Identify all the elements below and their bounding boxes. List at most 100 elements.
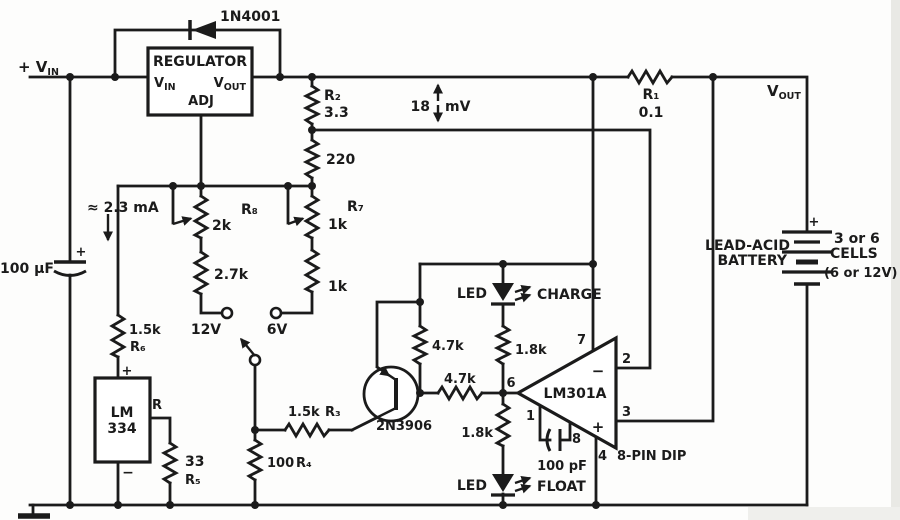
- label-r6-name: R₆: [130, 340, 146, 355]
- label-cap-100pf: 100 pF: [537, 459, 587, 474]
- label-led-charge: LED: [457, 286, 487, 302]
- junction-dots: [66, 73, 717, 509]
- label-opamp-pin3: 3: [622, 405, 631, 420]
- label-regulator-pin-vout: VOUT: [214, 76, 247, 93]
- comp-capacitor-100pf: [545, 428, 562, 452]
- resistor-r6-body: [109, 313, 127, 359]
- label-charge-state: CHARGE: [537, 287, 602, 303]
- label-terminal-12v: 12V: [191, 322, 221, 338]
- diode-triangle: [192, 21, 216, 39]
- label-r7-name: R₇: [347, 199, 364, 215]
- led-float: [491, 474, 532, 497]
- label-lm334-plus: +: [122, 364, 133, 379]
- label-opamp-pin4: 4: [598, 449, 607, 464]
- label-r27-value: 2.7k: [214, 267, 249, 283]
- pot-r7-body: [303, 194, 321, 240]
- led-emission-arrow-icon: [514, 292, 532, 303]
- label-opamp-pin8: 8: [572, 432, 581, 447]
- resistor-1k-body: [303, 248, 321, 294]
- label-battery-cells-line3: (6 or 12V): [824, 266, 897, 281]
- transistor-circle: [362, 365, 420, 423]
- resistor-4k7-horizontal-body: [436, 384, 484, 402]
- label-battery-name-line2: BATTERY: [717, 253, 787, 269]
- pin3-sense-wire: [614, 75, 715, 423]
- label-18mv-left: 18: [411, 99, 430, 115]
- label-current-2-3ma: ≈ 2.3 mA: [87, 200, 159, 216]
- scan-artifacts: [748, 0, 900, 520]
- label-r4-name: R₄: [296, 456, 312, 471]
- label-regulator-pin-adj: ADJ: [188, 94, 214, 109]
- label-r18-upper: 1.8k: [515, 343, 547, 358]
- protection-diode: [188, 20, 216, 40]
- switch-arm-arrow-icon: [240, 337, 256, 357]
- regulator-box: [146, 46, 254, 117]
- cap100pf-plate-curved: [545, 428, 552, 452]
- cap-plate-bottom: [53, 269, 87, 277]
- switch-pivot: [248, 353, 262, 367]
- label-diode-1n4001: 1N4001: [220, 9, 280, 25]
- resistors: [109, 68, 674, 485]
- label-opamp-name: LM301A: [544, 386, 607, 402]
- opamp-triangle: [514, 335, 618, 451]
- resistor-1k8-upper-body: [493, 324, 513, 366]
- led-float-triangle: [492, 474, 514, 492]
- label-terminal-6v: 6V: [267, 322, 288, 338]
- terminal-12v: [220, 306, 234, 320]
- label-r5-value: 33: [185, 454, 204, 470]
- label-opamp-plus: +: [592, 418, 605, 436]
- label-18mv-right: mV: [445, 99, 471, 115]
- label-r2-name: R₂: [324, 88, 341, 104]
- label-r6-value: 1.5k: [129, 323, 161, 338]
- led-charge: [491, 283, 532, 306]
- resistor-r2-body: [302, 84, 322, 126]
- label-lm334-line1: LM: [111, 405, 134, 421]
- resistor-2k7-body: [192, 250, 210, 296]
- label-r47-vertical: 4.7k: [432, 339, 464, 354]
- label-package-8pin-dip: 8-PIN DIP: [617, 449, 686, 464]
- label-r2-value: 3.3: [324, 105, 349, 121]
- label-vout: VOUT: [767, 82, 801, 102]
- label-r1k-value: 1k: [328, 279, 348, 295]
- label-r1-value: 0.1: [639, 105, 664, 121]
- label-regulator-title: REGULATOR: [153, 54, 247, 70]
- resistor-r4-body: [246, 438, 264, 482]
- transistor-2n3906: [362, 365, 420, 423]
- label-r3-value: 1.5k: [288, 405, 320, 420]
- label-float-state: FLOAT: [537, 479, 586, 495]
- label-cap-100uf: 100 µF: [0, 261, 54, 277]
- label-r220-value: 220: [326, 152, 355, 168]
- switch-12v-6v: [220, 306, 283, 367]
- label-r8-value: 2k: [212, 218, 232, 234]
- label-lm334-pin-r: R: [152, 398, 162, 413]
- label-r8-name: R₈: [241, 202, 258, 218]
- resistor-4k7-vertical-body: [410, 324, 430, 366]
- label-battery-cells-line2: CELLS: [830, 246, 878, 262]
- led-emission-arrow-icon: [514, 475, 532, 486]
- label-cap-plus: +: [76, 245, 87, 260]
- label-r1-name: R₁: [643, 87, 660, 103]
- lm334-box: [93, 376, 152, 464]
- label-r18-lower: 1.8k: [461, 426, 493, 441]
- pnp-emitter-arrow-icon: [379, 366, 391, 377]
- resistor-220-body: [302, 138, 322, 180]
- transistor-collector-lead: [370, 406, 398, 422]
- label-opamp-pin7: 7: [577, 333, 586, 348]
- label-opamp-pin6: 6: [506, 376, 515, 391]
- pot-r8-body: [192, 194, 210, 240]
- resistor-r5-body: [161, 441, 179, 485]
- label-r3-name: R₃: [325, 405, 341, 420]
- label-r7-value: 1k: [328, 217, 348, 233]
- label-transistor-2n3906: 2N3906: [376, 419, 432, 434]
- label-battery-cells-line1: 3 or 6: [834, 231, 880, 247]
- label-battery-plus: +: [809, 215, 820, 230]
- led-charge-triangle: [492, 283, 514, 301]
- label-regulator-pin-vin: VIN: [154, 76, 176, 93]
- label-vin: + VIN: [18, 58, 59, 78]
- resistor-1k8-lower-body: [494, 402, 512, 448]
- sense-wire-to-pin2: [310, 128, 652, 370]
- label-r5-name: R₅: [185, 473, 201, 488]
- label-r4-value: 100: [267, 456, 294, 471]
- led-emission-arrow-icon: [514, 284, 532, 295]
- label-lm334-minus: −: [122, 465, 134, 481]
